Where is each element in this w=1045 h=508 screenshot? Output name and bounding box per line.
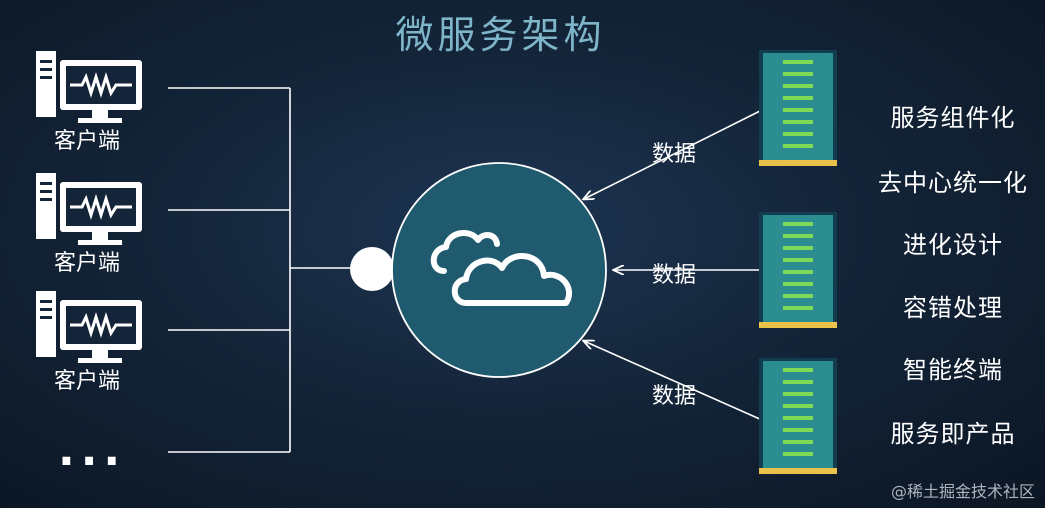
- data-label-bottom: 数据: [652, 384, 697, 409]
- more-clients-ellipsis: ...: [58, 425, 127, 476]
- data-label-middle: 数据: [652, 263, 697, 288]
- diagram-title: 微服务架构: [395, 13, 606, 57]
- connector-node-icon: [350, 247, 394, 291]
- watermark: @稀土掘金技术社区: [890, 482, 1035, 501]
- feature-label: 智能终端: [903, 356, 1003, 384]
- hub-circle: [391, 162, 607, 378]
- feature-label: 服务组件化: [890, 104, 1016, 132]
- data-arrow-bottom: [584, 341, 763, 421]
- server-rack-icon: [759, 212, 837, 328]
- server-rack-icon: [759, 358, 837, 474]
- data-arrow-top: [584, 109, 763, 199]
- computer-monitor-icon: [36, 291, 142, 363]
- computer-monitor-icon: [36, 51, 142, 123]
- client-2: 客户端: [32, 170, 147, 280]
- computer-monitor-icon: [36, 173, 142, 245]
- feature-label: 进化设计: [903, 231, 1003, 259]
- client-label: 客户端: [53, 129, 120, 154]
- server-rack-icon: [759, 50, 837, 166]
- feature-label: 服务即产品: [890, 420, 1016, 448]
- client-label: 客户端: [53, 251, 120, 276]
- cloud-icon: [430, 229, 573, 306]
- client-1: 客户端: [32, 48, 147, 158]
- feature-label: 去中心统一化: [878, 169, 1028, 197]
- feature-label: 容错处理: [903, 294, 1003, 322]
- data-label-top: 数据: [652, 142, 697, 167]
- client-3: 客户端: [32, 288, 147, 398]
- client-label: 客户端: [53, 369, 120, 394]
